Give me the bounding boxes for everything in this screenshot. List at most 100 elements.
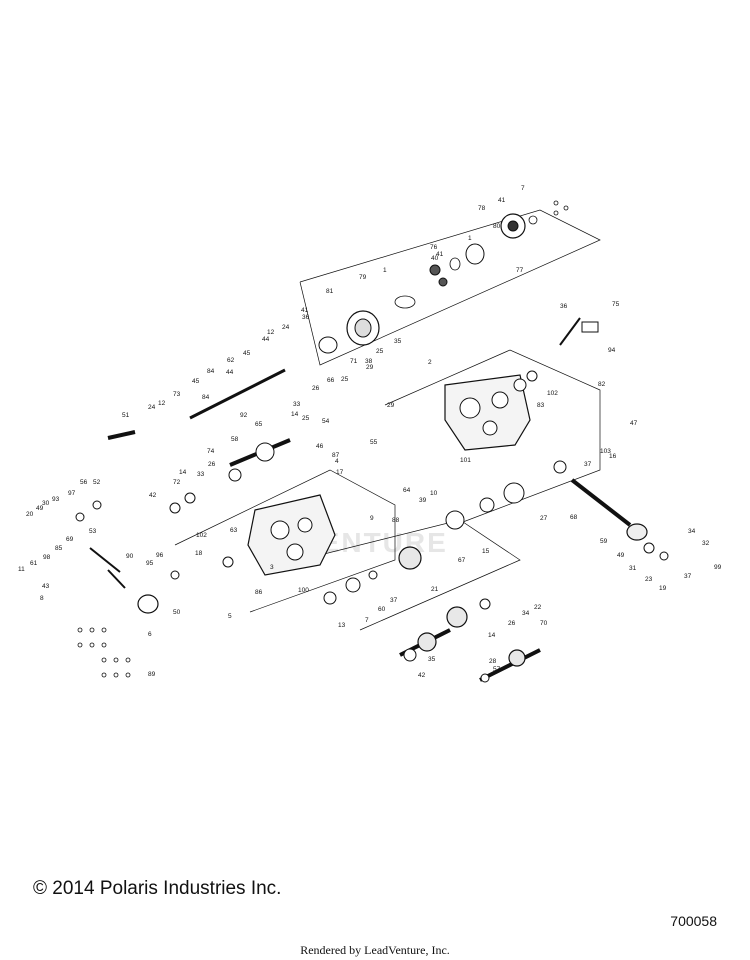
part-callout-label: 93: [52, 496, 60, 503]
part-callout-label: 52: [93, 479, 101, 486]
part-callout-label: 7: [365, 617, 369, 624]
part-callout-label: 43: [42, 583, 50, 590]
part-callout-label: 14: [179, 469, 187, 476]
part-callout-label: 44: [262, 336, 270, 343]
part-callout-label: 20: [26, 511, 34, 518]
part-callout-label: 47: [630, 420, 638, 427]
part-callout-label: 69: [66, 536, 74, 543]
part-callout-label: 12: [267, 329, 275, 336]
part-callout-label: 28: [489, 658, 497, 665]
part-callout-label: 54: [322, 418, 330, 425]
part-callout-label: 37: [584, 461, 592, 468]
part-callout-label: 14: [488, 632, 496, 639]
part-callout-label: 38: [365, 358, 373, 365]
part-callout-label: 80: [493, 223, 501, 230]
part-callout-label: 34: [688, 528, 696, 535]
part-callout-label: 84: [202, 394, 210, 401]
part-callout-label: 24: [148, 404, 156, 411]
part-callout-label: 25: [376, 348, 384, 355]
part-callout-label: 22: [534, 604, 542, 611]
part-callout-label: 19: [659, 585, 667, 592]
part-callout-label: 61: [30, 560, 38, 567]
diagram-id: 700058: [670, 913, 717, 929]
part-callout-label: 5: [228, 613, 232, 620]
shift-shafts: [75, 317, 599, 614]
part-callout-label: 46: [316, 443, 324, 450]
part-callout-label: 33: [197, 471, 205, 478]
part-callout-label: 3: [270, 564, 274, 571]
part-callout-label: 41: [301, 307, 309, 314]
part-callout-label: 1: [383, 267, 387, 274]
part-callout-label: 87: [332, 452, 340, 459]
part-callout-label: 4: [335, 458, 339, 465]
group-outline-upper: [299, 209, 601, 366]
part-callout-label: 95: [146, 560, 154, 567]
part-callout-label: 92: [240, 412, 248, 419]
part-callout-label: 88: [392, 517, 400, 524]
part-callout-label: 84: [207, 368, 215, 375]
copyright-text: © 2014 Polaris Industries Inc.: [33, 878, 282, 899]
part-callout-label: 41: [498, 197, 506, 204]
part-callout-label: 75: [612, 301, 620, 308]
part-callout-label: 65: [255, 421, 263, 428]
part-callout-label: 31: [629, 565, 637, 572]
part-callout-label: 35: [394, 338, 402, 345]
part-callout-label: 73: [173, 391, 181, 398]
part-callout-label: 1: [468, 235, 472, 242]
part-callout-label: 12: [158, 400, 166, 407]
part-callout-label: 26: [208, 461, 216, 468]
part-callout-label: 56: [80, 479, 88, 486]
part-callout-label: 60: [378, 606, 386, 613]
part-callout-label: 36: [560, 303, 568, 310]
part-callout-label: 86: [255, 589, 263, 596]
part-callout-label: 40: [431, 255, 439, 262]
part-callout-label: 76: [430, 244, 438, 251]
part-callout-label: 51: [122, 412, 130, 419]
group-outline-right-housing: [384, 349, 601, 526]
part-callout-label: 83: [537, 402, 545, 409]
part-callout-label: 97: [68, 490, 76, 497]
part-callout-label: 90: [126, 553, 134, 560]
part-callout-label: 10: [430, 490, 438, 497]
part-callout-label: 67: [458, 557, 466, 564]
part-callout-label: 16: [609, 453, 617, 460]
part-callout-label: 11: [18, 566, 25, 573]
part-callout-label: 39: [419, 497, 427, 504]
part-callout-label: 102: [547, 390, 558, 397]
part-callout-label: 62: [227, 357, 235, 364]
part-callout-label: 30: [42, 500, 50, 507]
part-callout-label: 103: [600, 448, 611, 455]
part-callout-label: 14: [291, 411, 299, 418]
part-callout-label: 8: [40, 595, 44, 602]
part-callout-label: 29: [366, 364, 374, 371]
part-callout-label: 100: [298, 587, 309, 594]
part-callout-label: 9: [370, 515, 374, 522]
group-outline-gear-cluster: [299, 519, 521, 631]
part-callout-label: 37: [684, 573, 692, 580]
part-callout-label: 96: [156, 552, 164, 559]
part-callout-label: 78: [478, 205, 486, 212]
part-callout-label: 49: [36, 505, 44, 512]
part-callout-label: 55: [370, 439, 378, 446]
part-callout-label: 68: [570, 514, 578, 521]
part-callout-label: 58: [231, 436, 239, 443]
part-callout-label: 81: [326, 288, 334, 295]
gear-cluster: [323, 482, 525, 605]
fastener-cluster: [77, 200, 569, 678]
part-callout-label: 2: [428, 359, 432, 366]
part-callout-label: 44: [226, 369, 234, 376]
part-callout-label: 26: [508, 620, 516, 627]
part-callout-label: 94: [608, 347, 616, 354]
part-callout-label: 24: [282, 324, 290, 331]
part-callout-label: 29: [387, 402, 395, 409]
part-callout-label: 64: [403, 487, 411, 494]
part-callout-label: 25: [302, 415, 310, 422]
part-callout-label: 41: [436, 251, 444, 258]
part-callout-label: 35: [428, 656, 436, 663]
part-callout-label: 63: [230, 527, 238, 534]
part-callout-label: 37: [390, 597, 398, 604]
right-transmission-housing: [444, 370, 538, 451]
part-callout-label: 82: [598, 381, 606, 388]
part-callout-label: 42: [418, 672, 426, 679]
